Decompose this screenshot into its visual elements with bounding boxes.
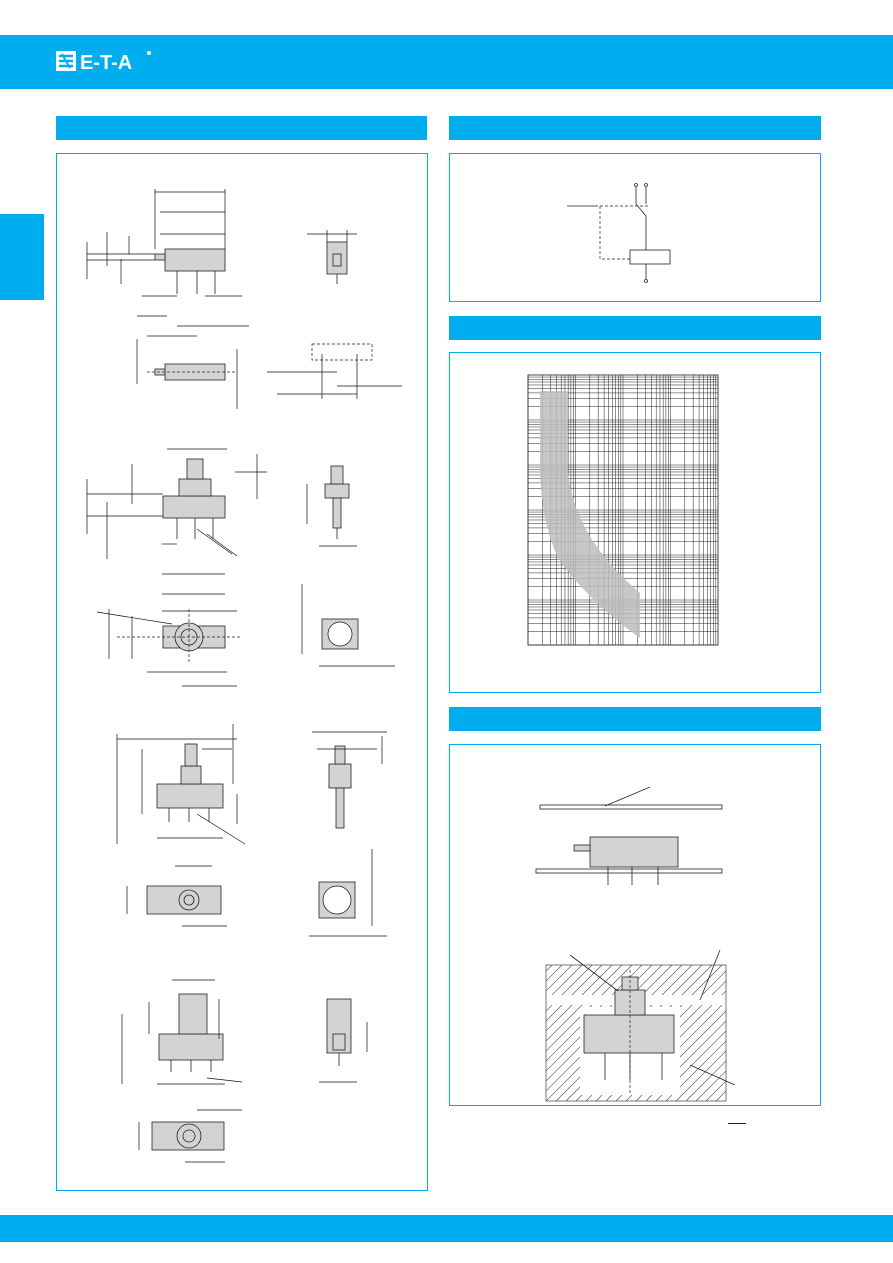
dimensions-panel [56, 153, 428, 1191]
dimension-drawings [86, 189, 402, 1163]
section-header-schematic [449, 116, 821, 140]
drawing-basic-side [86, 189, 402, 409]
time-current-chart [527, 374, 719, 646]
trip-band [540, 391, 640, 638]
schematic-panel [449, 153, 821, 302]
header-band [0, 35, 893, 89]
section-header-mounting [449, 707, 821, 731]
drawing-bushing-side [116, 724, 387, 937]
section-header-curve [449, 316, 821, 340]
circuit-diagram [567, 183, 671, 283]
mounting-panel [449, 744, 821, 1106]
section-header-dimensions [56, 116, 427, 140]
footnote-rule [728, 1123, 746, 1124]
drawing-pushbutton-side [121, 979, 368, 1163]
footer-band [0, 1215, 893, 1242]
curve-panel [449, 352, 821, 693]
eta-logo: E-T-A [56, 51, 151, 73]
drawing-threaded-side [86, 448, 395, 687]
logo-wordmark: E-T-A [80, 52, 132, 73]
side-tab [0, 214, 44, 300]
mounting-drawings [535, 786, 736, 1102]
